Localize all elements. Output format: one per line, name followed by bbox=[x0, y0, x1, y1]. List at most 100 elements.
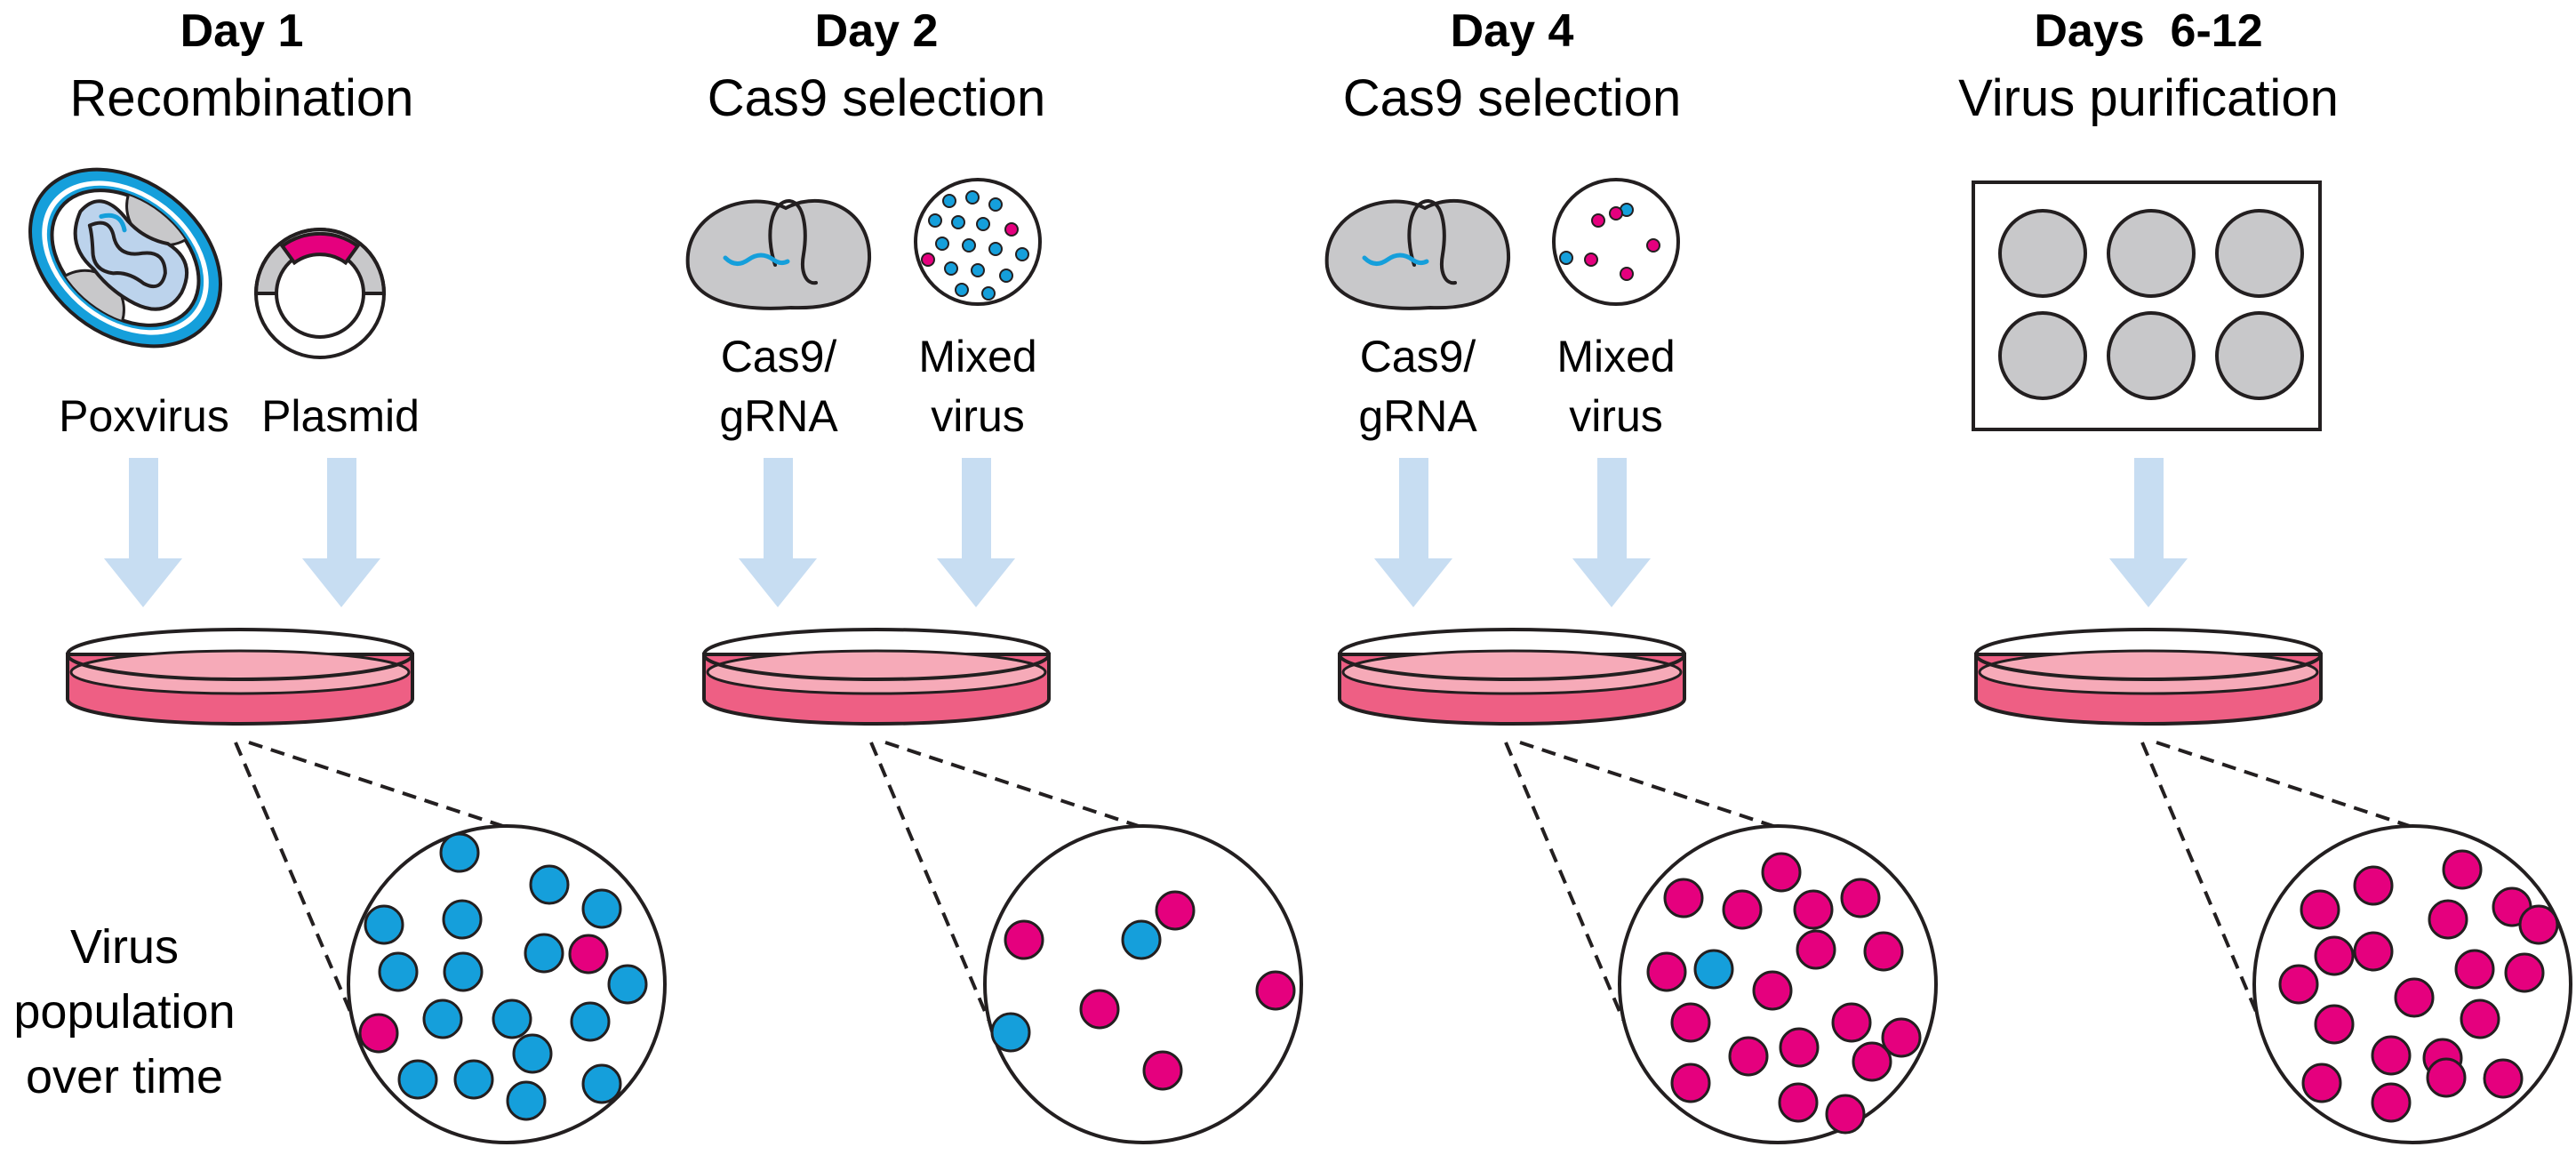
virus-particle-blue bbox=[1693, 949, 1734, 990]
arrow-icon bbox=[104, 458, 182, 607]
side-label-line-1: Virus bbox=[70, 920, 179, 974]
input-label: Mixed bbox=[918, 332, 1036, 381]
virus-particle-magenta bbox=[2518, 904, 2559, 945]
virus-particle-magenta bbox=[1663, 878, 1704, 918]
virus-particle-magenta bbox=[1852, 1041, 1892, 1082]
panel-subtitle: Virus purification bbox=[1958, 69, 2339, 127]
virus-particle-blue bbox=[570, 1001, 611, 1042]
virus-particle-blue bbox=[529, 864, 570, 905]
zoom-line bbox=[248, 741, 539, 839]
virus-particle-magenta bbox=[2428, 899, 2468, 940]
virus-particle-blue bbox=[439, 832, 480, 873]
side-label-line-3: over time bbox=[26, 1050, 223, 1103]
virus-particle-blue bbox=[422, 999, 463, 1039]
virus-particle-blue bbox=[442, 899, 483, 940]
virus-population-circle bbox=[983, 824, 1303, 1144]
virus-particle-magenta bbox=[1796, 929, 1836, 970]
virus-particle-magenta bbox=[2300, 889, 2340, 930]
zoom-line bbox=[234, 742, 356, 1021]
virus-particle-magenta bbox=[1155, 890, 1196, 931]
virus-particle-blue bbox=[506, 1080, 547, 1121]
input-label: Mixed bbox=[1556, 332, 1675, 381]
virus-particle-magenta bbox=[2442, 849, 2483, 890]
virus-particle-blue bbox=[581, 1063, 622, 1104]
virus-particle-magenta bbox=[2394, 977, 2435, 1018]
panel-subtitle: Cas9 selection bbox=[708, 69, 1045, 127]
virus-particle-magenta bbox=[1793, 889, 1834, 930]
arrow-icon bbox=[1374, 458, 1452, 607]
cell-cas9-icon bbox=[685, 198, 872, 310]
zoom-line bbox=[1519, 741, 1809, 839]
side-label-line-2: population bbox=[13, 985, 235, 1039]
virus-particle-magenta bbox=[1646, 951, 1687, 992]
virus-particle-magenta bbox=[1840, 878, 1881, 918]
virus-particle-magenta bbox=[2454, 949, 2495, 990]
culture-dish-icon bbox=[66, 628, 414, 726]
panel-title: Days 6-12 bbox=[2034, 5, 2262, 57]
virus-particle-magenta bbox=[2371, 1035, 2412, 1076]
virus-particle-magenta bbox=[1142, 1050, 1183, 1091]
arrow-icon bbox=[2109, 458, 2188, 607]
virus-particle-magenta bbox=[2353, 865, 2394, 906]
input-label: Poxvirus bbox=[59, 391, 229, 441]
virus-population-circle bbox=[2252, 824, 2572, 1144]
virus-particle-blue bbox=[443, 951, 484, 992]
virus-particle-blue bbox=[607, 964, 648, 1005]
virus-particle-magenta bbox=[1761, 852, 1802, 893]
plasmid-icon bbox=[253, 228, 387, 359]
virus-particle-blue bbox=[492, 999, 532, 1039]
culture-dish-icon bbox=[1974, 628, 2323, 726]
virus-particle-magenta bbox=[1728, 1036, 1769, 1077]
arrow-icon bbox=[937, 458, 1015, 607]
virus-particle-magenta bbox=[1825, 1094, 1866, 1135]
virus-population-circle bbox=[347, 824, 667, 1144]
virus-particle-magenta bbox=[2371, 1082, 2412, 1123]
virus-particle-magenta bbox=[2460, 999, 2500, 1039]
six-well-plate-icon bbox=[1972, 180, 2322, 431]
virus-particle-magenta bbox=[358, 1013, 399, 1054]
virus-particle-magenta bbox=[2314, 1004, 2355, 1045]
virus-particle-magenta bbox=[1670, 1002, 1711, 1043]
panel-day-1: Day 1 Recombination Poxvirus Plasmid bbox=[28, 5, 667, 1144]
arrow-icon bbox=[739, 458, 817, 607]
input-label: gRNA bbox=[1358, 391, 1477, 441]
virus-particle-magenta bbox=[2314, 935, 2355, 976]
virus-particle-magenta bbox=[568, 934, 609, 975]
virus-particle-magenta bbox=[1255, 970, 1296, 1011]
virus-particle-magenta bbox=[1670, 1063, 1711, 1103]
virus-particles bbox=[358, 832, 648, 1121]
virus-particle-magenta bbox=[2353, 931, 2394, 972]
virus-particle-magenta bbox=[2426, 1057, 2467, 1098]
virus-particle-magenta bbox=[1752, 970, 1793, 1011]
culture-dish-icon bbox=[702, 628, 1051, 726]
virus-particle-magenta bbox=[1779, 1027, 1820, 1068]
virus-population-circle bbox=[1618, 824, 1938, 1144]
virus-particle-magenta bbox=[1881, 1017, 1922, 1058]
virus-particle-magenta bbox=[1004, 919, 1044, 960]
virus-particle-magenta bbox=[1722, 889, 1763, 930]
zoom-line bbox=[869, 742, 990, 1021]
virus-particle-magenta bbox=[1863, 931, 1904, 972]
mixed-virus-icon bbox=[914, 178, 1042, 306]
arrow-icon bbox=[302, 458, 380, 607]
input-label: virus bbox=[1569, 391, 1663, 441]
input-label: virus bbox=[931, 391, 1025, 441]
mixed-virus-icon bbox=[1552, 178, 1680, 306]
virus-particle-blue bbox=[364, 904, 404, 945]
virus-particle-blue bbox=[397, 1059, 438, 1100]
virus-particle-blue bbox=[990, 1012, 1031, 1053]
virus-particle-magenta bbox=[2278, 964, 2319, 1005]
panel-title: Day 2 bbox=[815, 5, 939, 57]
poxvirus-icon bbox=[28, 165, 223, 350]
panel-title: Day 4 bbox=[1451, 5, 1574, 57]
virus-particle-magenta bbox=[2301, 1063, 2342, 1103]
arrow-icon bbox=[1572, 458, 1651, 607]
virus-particle-blue bbox=[1121, 919, 1162, 960]
panel-title: Day 1 bbox=[180, 5, 304, 57]
virus-particle-magenta bbox=[2483, 1058, 2524, 1099]
zoom-line bbox=[2156, 741, 2445, 839]
zoom-line bbox=[884, 741, 1174, 839]
virus-particle-magenta bbox=[1079, 989, 1120, 1030]
panel-day-2: Day 2 Cas9 selection C bbox=[685, 5, 1303, 1144]
